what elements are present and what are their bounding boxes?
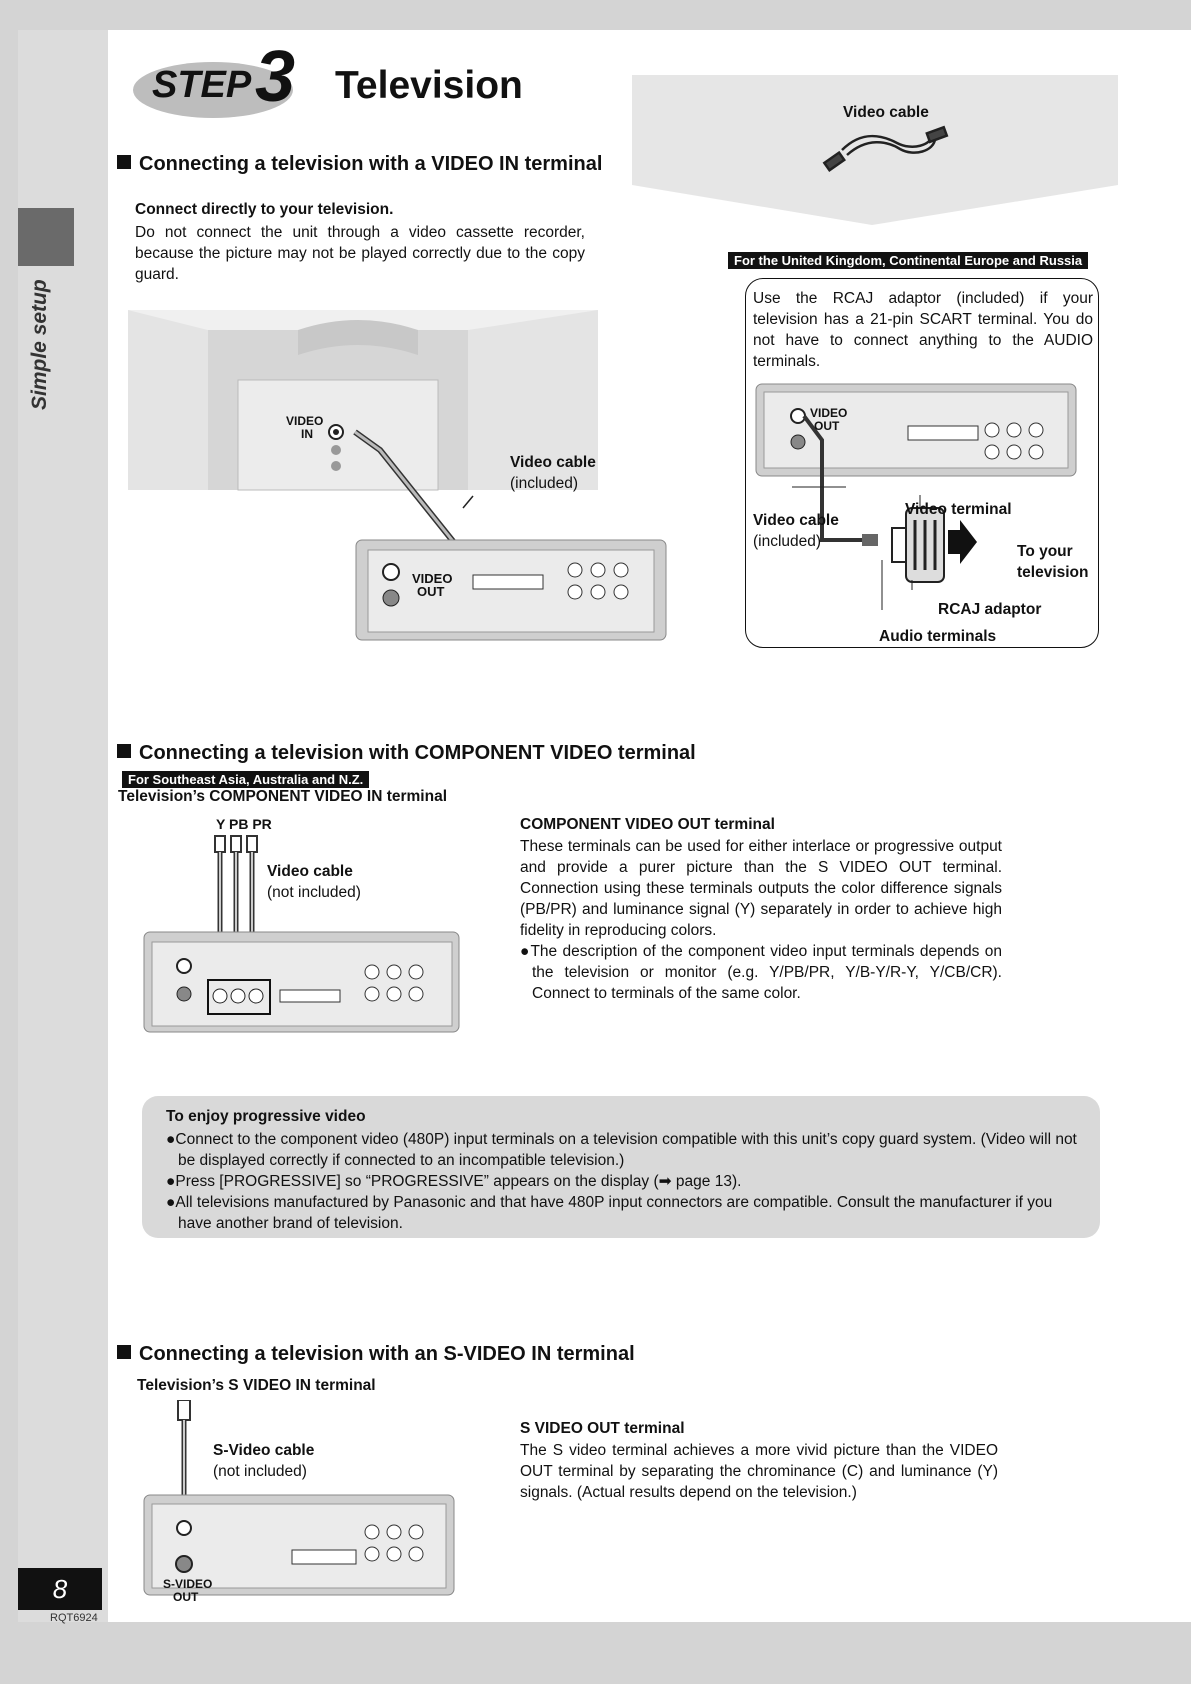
video-terminal-label: Video terminal <box>905 501 1012 518</box>
bottom-bar <box>0 1622 1191 1684</box>
progressive-video-box: To enjoy progressive video ●Connect to t… <box>142 1096 1100 1238</box>
component-illustration <box>143 835 460 1033</box>
rcaj-out-label: OUT <box>814 419 840 433</box>
connect-directly-heading: Connect directly to your television. <box>135 201 394 218</box>
list-item: ●The description of the component video … <box>520 943 1002 1002</box>
rcaj-illustration <box>755 383 1077 610</box>
audio-terminals-label: Audio terminals <box>879 628 997 645</box>
video-cable-label: Video cable <box>510 454 596 471</box>
unit-video-label: VIDEO <box>412 571 453 586</box>
document-id: RQT6924 <box>50 1612 98 1624</box>
region-tag-uk: For the United Kingdom, Continental Euro… <box>728 252 1089 269</box>
s-video-tv-terminal-label: Television’s S VIDEO IN terminal <box>137 1377 376 1394</box>
s-video-cable-label: S-Video cable <box>213 1442 315 1459</box>
progressive-item-text: Press [PROGRESSIVE] so “PROGRESSIVE” app… <box>175 1173 742 1190</box>
television-label: television <box>1017 564 1089 581</box>
connect-directly-body: Do not connect the unit through a video … <box>135 224 585 283</box>
video-cable-panel <box>632 75 1118 225</box>
component-out-body: These terminals can be used for either i… <box>520 838 1002 939</box>
component-out-heading: COMPONENT VIDEO OUT terminal <box>520 816 775 833</box>
page-title: Television <box>335 64 523 107</box>
rcaj-video-label: VIDEO <box>810 406 848 420</box>
unit-out-label: OUT <box>417 584 445 599</box>
to-your-label: To your <box>1017 543 1073 560</box>
video-in-illustration <box>128 310 667 641</box>
dvd-unit-rear-illustration <box>355 539 667 641</box>
s-video-out-label-1: S-VIDEO <box>163 1577 213 1591</box>
video-cable-panel-label: Video cable <box>843 104 929 121</box>
sidebar <box>18 30 108 1622</box>
region-tag-sea: For Southeast Asia, Australia and N.Z. <box>122 771 370 788</box>
component-out-bullets: ●The description of the component video … <box>520 941 1002 1004</box>
square-bullet-icon <box>117 1345 131 1359</box>
component-cable-label: Video cable <box>267 863 353 880</box>
sidebar-marker <box>18 208 74 266</box>
video-cable-note: (included) <box>510 475 579 492</box>
tv-video-label: VIDEO <box>286 414 324 428</box>
rcaj-included-label: (included) <box>753 533 822 550</box>
progressive-item-text: Connect to the component video (480P) in… <box>175 1131 1077 1169</box>
television-illustration <box>128 310 598 491</box>
step-number: 3 <box>255 37 296 117</box>
step-badge <box>133 62 293 118</box>
list-item: ●Connect to the component video (480P) i… <box>166 1131 1077 1169</box>
component-out-bullet-text: The description of the component video i… <box>530 943 1002 1002</box>
section-heading-text: Connecting a television with COMPONENT V… <box>139 742 696 764</box>
list-item: ●Press [PROGRESSIVE] so “PROGRESSIVE” ap… <box>166 1173 742 1190</box>
rcaj-adaptor-label: RCAJ adaptor <box>938 601 1042 618</box>
progressive-list: ●Connect to the component video (480P) i… <box>166 1129 1082 1234</box>
component-cable-note: (not included) <box>267 884 361 901</box>
ypbpr-label: Y PB PR <box>216 816 272 832</box>
s-video-cable-note: (not included) <box>213 1463 307 1480</box>
s-video-out-heading: S VIDEO OUT terminal <box>520 1420 685 1437</box>
progressive-title: To enjoy progressive video <box>166 1108 366 1125</box>
section-heading-text: Connecting a television with a VIDEO IN … <box>139 153 603 175</box>
tv-in-label: IN <box>301 427 313 441</box>
list-item: ●All televisions manufactured by Panason… <box>166 1194 1053 1232</box>
section-heading-text: Connecting a television with an S-VIDEO … <box>139 1343 635 1365</box>
component-tv-terminal-label: Television’s COMPONENT VIDEO IN terminal <box>118 788 448 805</box>
s-video-out-body: The S video terminal achieves a more viv… <box>520 1442 998 1501</box>
section-heading-s-video: Connecting a television with an S-VIDEO … <box>117 1343 635 1366</box>
s-video-illustration <box>143 1400 455 1596</box>
page-number: 8 <box>18 1568 102 1610</box>
arrow-right-icon <box>948 520 977 564</box>
rcaj-video-cable-label: Video cable <box>753 512 839 529</box>
progressive-item-text: All televisions manufactured by Panasoni… <box>175 1194 1053 1232</box>
square-bullet-icon <box>117 744 131 758</box>
rcaj-note: Use the RCAJ adaptor (included) if your … <box>753 290 1093 370</box>
sidebar-label: Simple setup <box>28 279 51 410</box>
step-word: STEP <box>152 64 252 106</box>
s-video-out-label-2: OUT <box>173 1590 199 1604</box>
section-heading-component: Connecting a television with COMPONENT V… <box>117 742 696 765</box>
square-bullet-icon <box>117 155 131 169</box>
section-heading-video-in: Connecting a television with a VIDEO IN … <box>117 153 602 176</box>
video-cable-icon <box>822 125 949 172</box>
